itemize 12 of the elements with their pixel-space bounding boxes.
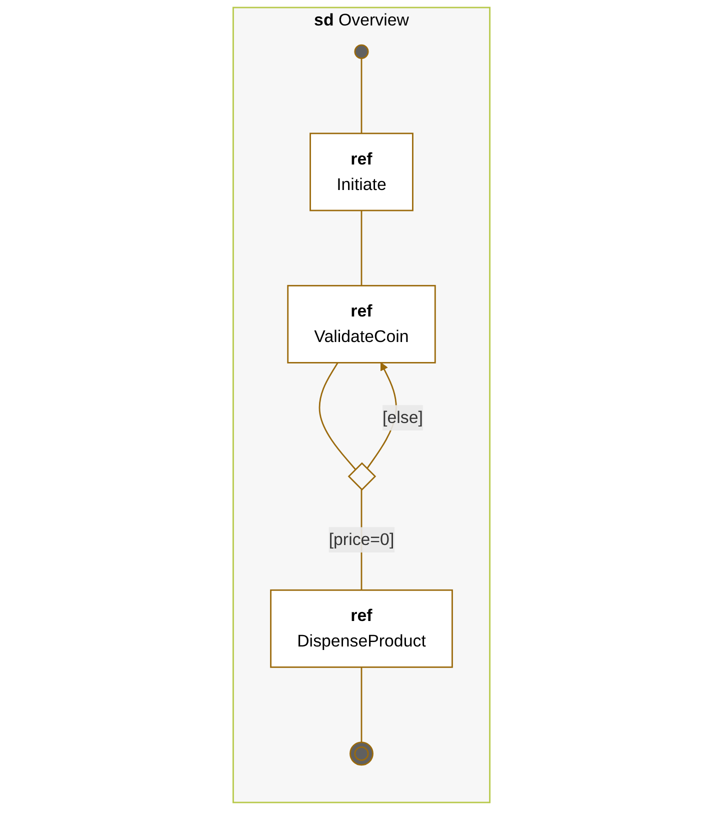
connector [360, 210, 362, 286]
node-box: ref ValidateCoin [287, 284, 436, 364]
edge-label: [price=0] [328, 530, 394, 549]
connector [360, 58, 362, 134]
connector [318, 362, 356, 470]
edge-label: [else] [382, 408, 423, 427]
node-diamond [348, 462, 376, 491]
connector [360, 667, 362, 742]
node-box: ref Initiate [310, 132, 414, 212]
node-box: ref DispenseProduct [270, 589, 453, 668]
node-circle [354, 44, 369, 59]
node-circle [350, 742, 374, 766]
